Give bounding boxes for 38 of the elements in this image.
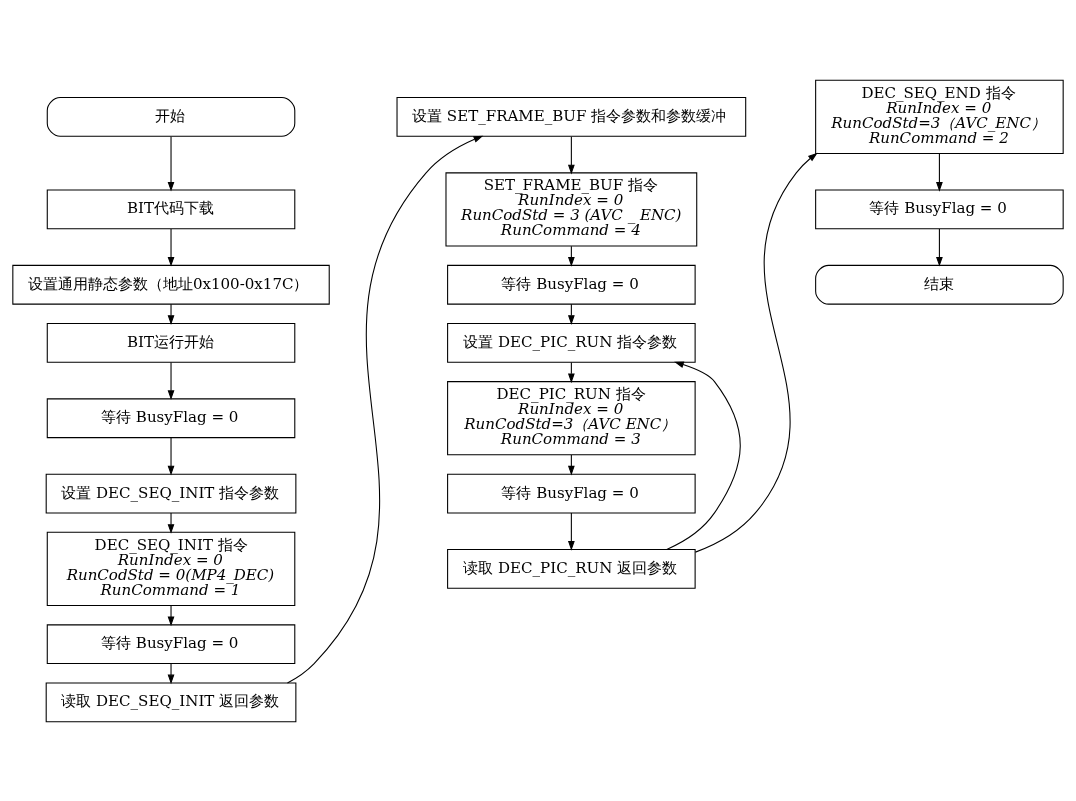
node-box: 等待 BusyFlag = 0 xyxy=(46,397,296,438)
arrow xyxy=(167,361,175,400)
arrow xyxy=(567,245,575,267)
node-box: 结束 xyxy=(815,264,1064,305)
node-box: 设置 DEC_SEQ_INIT 指令参数 xyxy=(45,473,297,513)
arrow xyxy=(167,303,175,325)
arrow xyxy=(567,453,575,476)
arrow xyxy=(936,227,943,267)
node-box: DEC_SEQ_INIT 指令 RunIndex = 0 RunCodStd = 0(MP4_DEC) RunCommand = 1 xyxy=(46,531,296,606)
arrow xyxy=(167,604,175,626)
arrow xyxy=(936,152,943,192)
arrow xyxy=(167,227,175,267)
arrow xyxy=(567,361,575,383)
node-box: 读取 DEC_SEQ_INIT 返回参数 xyxy=(45,681,297,722)
arrow xyxy=(167,662,175,684)
node-box: 等待 BusyFlag = 0 xyxy=(447,473,696,513)
node-box: 读取 DEC_PIC_RUN 返回参数 xyxy=(447,548,696,589)
node-box: BIT代码下载 xyxy=(46,189,296,229)
node-box: 开始 xyxy=(46,96,296,137)
node-box: 设置通用静态参数（地址0x100-0x17C） xyxy=(12,264,330,305)
node-box: 设置 DEC_PIC_RUN 指令参数 xyxy=(447,322,696,363)
node-box: 设置 SET_FRAME_BUF 指令参数和参数缓冲 xyxy=(396,96,747,137)
arrow xyxy=(167,135,175,192)
arrow xyxy=(286,135,484,683)
arrow xyxy=(694,152,818,553)
node-box: SET_FRAME_BUF 指令 RunIndex = 0 RunCodStd = 3 (AVC _ ENC) RunCommand = 4 xyxy=(445,171,698,247)
node-box: 等待 BusyFlag = 0 xyxy=(46,623,296,664)
arrow xyxy=(567,512,575,551)
arrow xyxy=(167,512,175,534)
arrow xyxy=(167,436,175,475)
arrow xyxy=(567,303,575,325)
node-box: BIT运行开始 xyxy=(46,322,296,363)
node-box: 等待 BusyFlag = 0 xyxy=(447,264,696,305)
node-box: DEC_SEQ_END 指令 RunIndex = 0 RunCodStd=3（AVC_ENC） RunCommand = 2 xyxy=(815,79,1064,154)
node-box: DEC_PIC_RUN 指令 RunIndex = 0 RunCodStd=3（AVC ENC） RunCommand = 3 xyxy=(447,380,696,455)
arrow xyxy=(567,135,575,174)
node-box: 等待 BusyFlag = 0 xyxy=(815,189,1064,229)
arrow xyxy=(666,360,741,550)
